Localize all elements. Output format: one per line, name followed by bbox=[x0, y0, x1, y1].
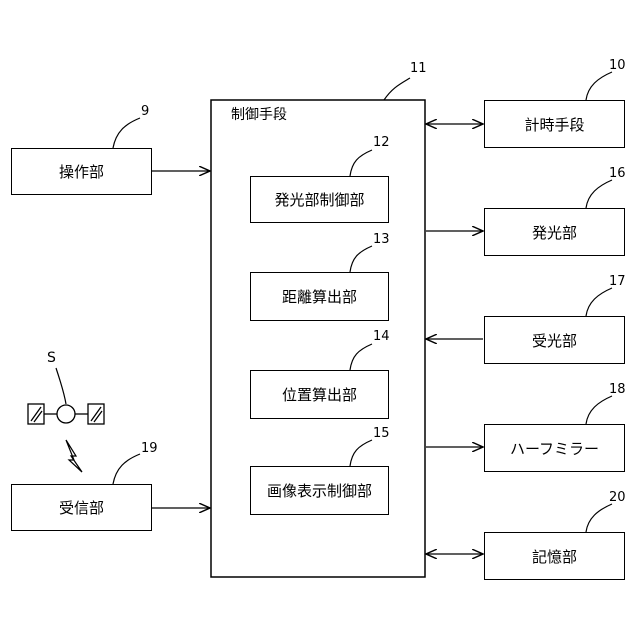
block-receiver-label: 受信部 bbox=[59, 497, 104, 518]
ref-17: 17 bbox=[609, 274, 626, 289]
leader-18 bbox=[586, 396, 612, 424]
block-operation-label: 操作部 bbox=[59, 161, 104, 182]
ref-13: 13 bbox=[373, 232, 390, 247]
leader-16 bbox=[586, 180, 612, 208]
ref-9: 9 bbox=[141, 104, 149, 119]
leader-12 bbox=[350, 150, 372, 176]
leader-9 bbox=[113, 118, 140, 148]
block-distance-calc-label: 距離算出部 bbox=[282, 286, 357, 307]
leader-14 bbox=[350, 344, 372, 370]
block-timer-label: 計時手段 bbox=[524, 114, 584, 135]
sensor-s-icon bbox=[28, 404, 104, 424]
block-light-receiver: 受光部 bbox=[484, 316, 625, 364]
ref-18: 18 bbox=[609, 382, 626, 397]
leader-20 bbox=[586, 504, 612, 532]
block-light-emitter: 発光部 bbox=[484, 208, 625, 256]
ref-11: 11 bbox=[410, 61, 427, 76]
ref-15: 15 bbox=[373, 426, 390, 441]
ref-12: 12 bbox=[373, 135, 390, 150]
block-timer: 計時手段 bbox=[484, 100, 625, 148]
ref-19: 19 bbox=[141, 441, 158, 456]
control-title: 制御手段 bbox=[231, 104, 287, 124]
block-image-display-control: 画像表示制御部 bbox=[250, 466, 389, 515]
sensor-label: S bbox=[47, 350, 56, 366]
leader-19 bbox=[113, 454, 140, 484]
block-storage-label: 記憶部 bbox=[532, 546, 577, 567]
block-emitter-control: 発光部制御部 bbox=[250, 176, 389, 223]
leader-17 bbox=[586, 288, 612, 316]
block-emitter-control-label: 発光部制御部 bbox=[274, 189, 364, 210]
block-position-calc-label: 位置算出部 bbox=[282, 384, 357, 405]
ref-10: 10 bbox=[609, 58, 626, 73]
wireless-signal-icon bbox=[66, 440, 82, 472]
block-light-emitter-label: 発光部 bbox=[532, 222, 577, 243]
block-light-receiver-label: 受光部 bbox=[532, 330, 577, 351]
block-half-mirror-label: ハーフミラー bbox=[510, 438, 599, 459]
block-image-display-control-label: 画像表示制御部 bbox=[267, 480, 372, 501]
leader-11 bbox=[384, 78, 410, 100]
ref-20: 20 bbox=[609, 490, 626, 505]
leader-15 bbox=[350, 440, 372, 466]
ref-14: 14 bbox=[373, 329, 390, 344]
block-position-calc: 位置算出部 bbox=[250, 370, 389, 419]
leader-10 bbox=[586, 72, 612, 100]
block-receiver: 受信部 bbox=[11, 484, 152, 531]
ref-16: 16 bbox=[609, 166, 626, 181]
leader-13 bbox=[350, 246, 372, 272]
leader-S bbox=[56, 368, 66, 404]
block-distance-calc: 距離算出部 bbox=[250, 272, 389, 321]
block-half-mirror: ハーフミラー bbox=[484, 424, 625, 472]
block-operation: 操作部 bbox=[11, 148, 152, 195]
block-storage: 記憶部 bbox=[484, 532, 625, 580]
